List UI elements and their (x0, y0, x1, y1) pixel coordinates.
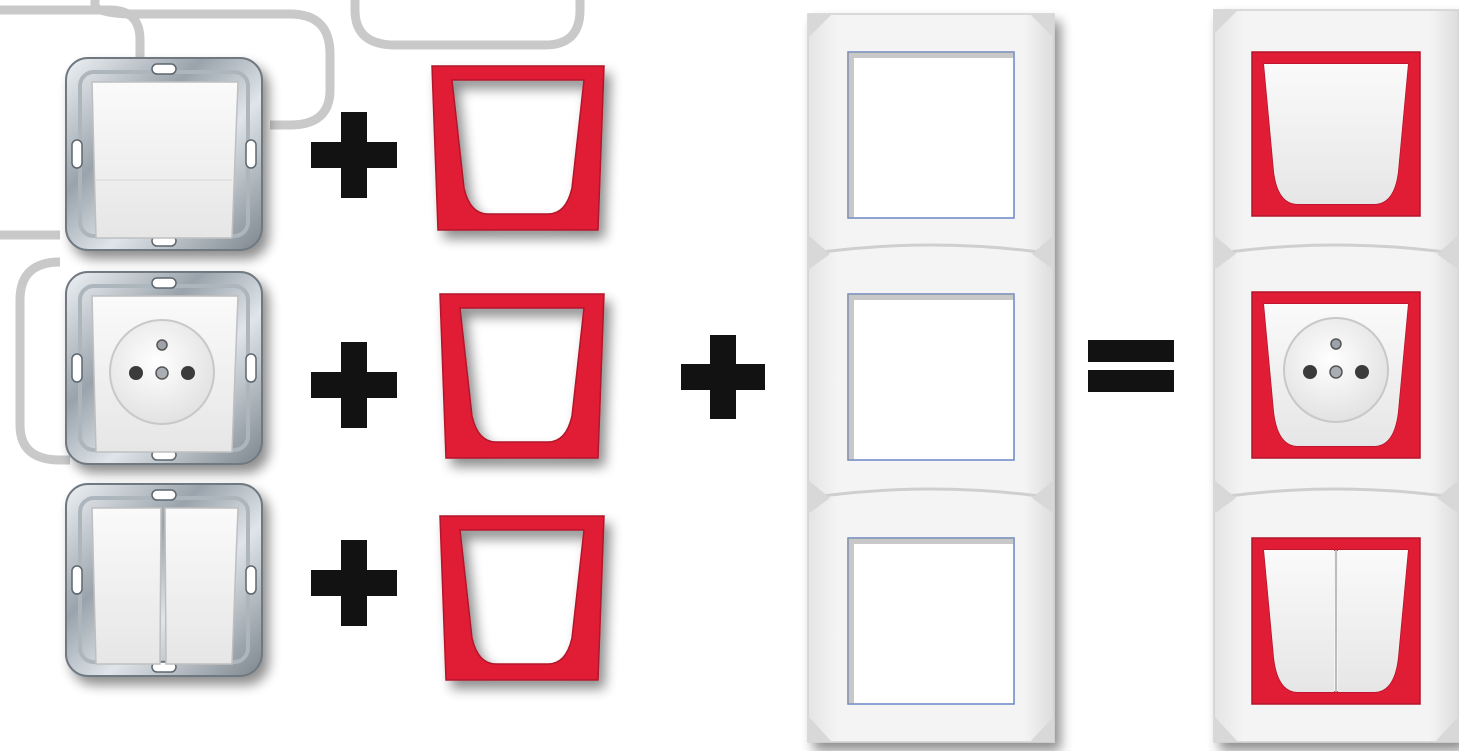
red-frame-icon (431, 65, 605, 231)
assembled-single-switch (1251, 51, 1421, 217)
single-switch-mechanism (65, 57, 263, 251)
plus-icon (311, 112, 397, 198)
plus-icon (311, 540, 397, 626)
assembled-triple-set-icon (1213, 9, 1459, 743)
red-frame-icon (439, 515, 605, 681)
triple-vertical-frame-icon (807, 13, 1055, 743)
socket-mechanism (65, 271, 263, 465)
double-rocker-icon (91, 507, 239, 665)
equals-icon (1088, 340, 1174, 392)
assembled-socket (1251, 291, 1421, 459)
decor-outline-2 (90, 0, 335, 130)
single-rocker-icon (91, 81, 239, 239)
plus-icon (311, 342, 397, 428)
socket-outlet-icon (1283, 317, 1389, 423)
frame-opening-middle (847, 293, 1015, 461)
background-decor (0, 0, 585, 465)
frame-opening-bottom (847, 537, 1015, 705)
socket-outlet-icon (109, 319, 215, 425)
double-switch-mechanism (65, 483, 263, 677)
decor-outline-3 (350, 0, 585, 50)
plus-icon (681, 335, 765, 419)
decor-outline-5 (15, 257, 70, 465)
red-frame-icon (439, 293, 605, 459)
frame-opening-top (847, 51, 1015, 219)
assembled-double-switch (1251, 537, 1421, 705)
